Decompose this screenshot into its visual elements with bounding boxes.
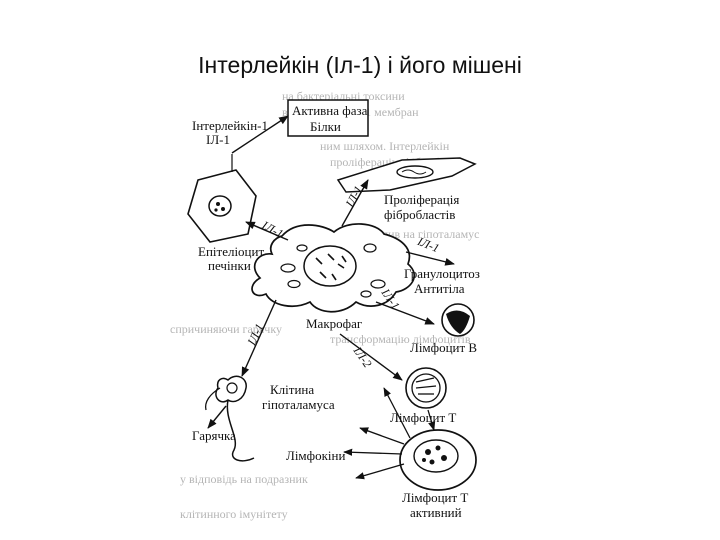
antibodies-label: Антитіла	[414, 281, 465, 296]
hypothalamus-axon	[226, 399, 255, 462]
macrophage-nucleus	[303, 245, 357, 287]
interleukin-diagram: на бактеріальні токсини вивільняють ІЛ-1…	[170, 88, 500, 528]
active-label: активний	[410, 505, 462, 520]
arrow-to-t-lymphocyte	[339, 333, 403, 381]
arrow-to-fibroblast	[341, 179, 369, 227]
il1-source-label: ІЛ-1	[206, 132, 230, 147]
proteins-label: Білки	[310, 119, 341, 134]
arrow-to-active-phase	[231, 115, 289, 154]
fibroblasts-label: фібробластів	[384, 207, 455, 222]
lymphokines-label: Лімфокіни	[286, 448, 345, 463]
page-title: Інтерлейкін (Іл-1) і його мішені	[198, 52, 522, 78]
b-lymphocyte-nucleus	[446, 310, 470, 334]
bg-line: у відповідь на подразник	[180, 472, 308, 486]
diagram-canvas: на бактеріальні токсини вивільняють ІЛ-1…	[170, 89, 480, 521]
t-lymphocyte-chromatin	[415, 377, 437, 395]
fever-label: Гарячка	[192, 428, 236, 443]
il2-t-lymphocyte-tag: ІЛ-2	[350, 343, 375, 370]
arrow-to-granulocytosis	[405, 251, 455, 266]
granulocytosis-label: Гранулоцитоз	[404, 266, 480, 281]
arrow-to-active-t	[427, 409, 436, 431]
hypothalamus-label: гіпоталамуса	[262, 397, 335, 412]
epithelial-label: Епітеліоцит	[198, 244, 264, 259]
bg-line: трансформацію лімфоцитів	[330, 332, 471, 346]
bg-line: вплив на гіпоталамус	[370, 227, 480, 241]
arrow-to-b-lymphocyte	[375, 301, 435, 325]
liver-label: печінки	[208, 258, 251, 273]
macrophage-chromatin	[315, 253, 347, 281]
active-t-nucleus	[413, 439, 459, 473]
arrow-to-hypothalamus	[241, 299, 277, 377]
lymphokines-arrow-left	[343, 448, 403, 456]
arrow-to-fever	[207, 405, 227, 429]
b-lymphocyte-label: Лімфоцит В	[410, 340, 477, 355]
arrow-to-epithelial	[245, 221, 289, 241]
bg-line: спричиняючи гарячку	[170, 322, 282, 336]
epithelial-nucleus	[208, 195, 232, 217]
fibroblast-nucleus	[396, 165, 434, 179]
fibroblast-proliferation-label: Проліферація	[384, 192, 459, 207]
lymphokines-arrow-high	[383, 387, 411, 439]
active-t-chromatin	[422, 445, 447, 465]
interleukin-label: Інтерлейкін-1	[192, 118, 268, 133]
bg-line: ним шляхом. Інтерлейкін	[320, 139, 450, 153]
lymphokines-arrow-down	[355, 463, 405, 480]
t-lymphocyte-label: Лімфоцит Т	[390, 410, 456, 425]
active-t-lymphocyte-label: Лімфоцит Т	[402, 490, 468, 505]
macrophage-vacuoles	[280, 243, 386, 298]
hypothalamus-cell-label: Клітина	[270, 382, 314, 397]
lymphokines-arrow-up	[359, 427, 405, 445]
macrophage-label: Макрофаг	[306, 316, 362, 331]
bg-line: клітинного імунітету	[180, 507, 288, 521]
active-phase-label: Активна фаза	[292, 103, 368, 118]
